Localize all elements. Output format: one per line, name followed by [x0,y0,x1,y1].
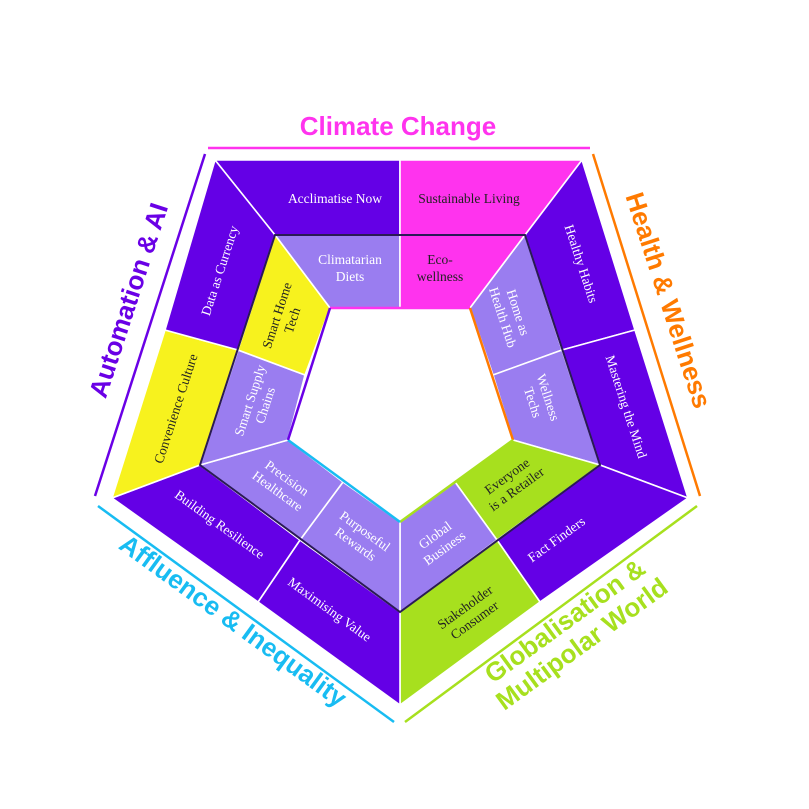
label-sustainable-living: Sustainable Living [418,191,520,206]
outer-ring [111,159,689,706]
label-eco-wellness: Eco- wellness [417,252,464,284]
inner-ring [199,234,601,613]
label-eco-line2: wellness [417,269,464,284]
theme-climate-change: Climate Change [300,111,497,141]
label-acclimatise-now: Acclimatise Now [288,191,382,206]
label-climatarian-diets: Climatarian Diets [318,252,382,284]
label-climatarian-line1: Climatarian [318,252,382,267]
label-climatarian-line2: Diets [336,269,365,284]
label-eco-line1: Eco- [427,252,453,267]
center-hole-border [286,306,515,524]
theme-border-lines [93,146,702,724]
inner-ring-outline [198,234,602,614]
